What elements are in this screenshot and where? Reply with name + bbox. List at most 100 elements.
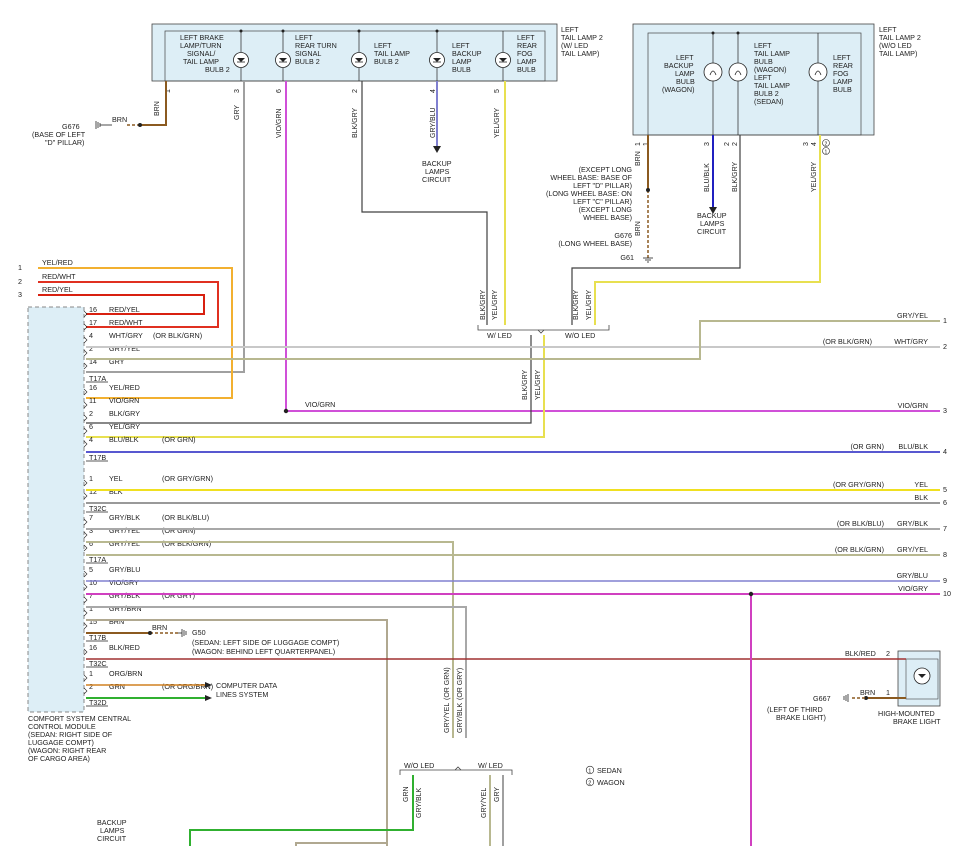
svg-text:BLK: BLK — [109, 487, 123, 496]
svg-text:T17A: T17A — [89, 374, 106, 383]
svg-text:GRY/BRN: GRY/BRN — [109, 604, 142, 613]
led-pin-numbers: 1 3 6 2 4 5 — [165, 89, 501, 93]
btm-or-gry: (OR GRY) — [457, 668, 464, 700]
wo-led-label: W/O LED — [565, 331, 595, 340]
svg-text:BRN: BRN — [154, 101, 161, 116]
svg-text:T32D: T32D — [89, 698, 107, 707]
svg-text:6: 6 — [89, 539, 93, 548]
svg-text:2: 2 — [732, 142, 739, 146]
g676-g61-note: (EXCEPT LONG WHEEL BASE: BASE OF LEFT "D… — [546, 165, 634, 262]
noled-lamp-wires — [571, 135, 821, 325]
svg-text:WHT/GRY: WHT/GRY — [109, 331, 143, 340]
horizontal-wires — [86, 320, 940, 846]
ground-symbol-g667 — [843, 694, 849, 702]
sedan-wagon-markers: 2 1 — [822, 139, 830, 156]
right-wire-label: GRY/YEL — [897, 311, 928, 320]
right-terminal-number: 8 — [943, 550, 947, 559]
module-pin-row: 12 BLK — [83, 487, 123, 500]
g676-top-label: G676(BASE OF LEFT"D" PILLAR) — [32, 122, 86, 147]
right-terminal-number: 9 — [943, 576, 947, 585]
svg-text:11: 11 — [89, 396, 96, 405]
hmbl-wire-red: BLK/RED — [845, 649, 876, 658]
tl-wire-3: RED/YEL — [42, 285, 73, 294]
right-wire-alt-label: (OR GRN) — [850, 442, 884, 451]
tl-wire-1: YEL/RED — [42, 258, 73, 267]
svg-text:GRY/BLU: GRY/BLU — [430, 107, 437, 138]
svg-text:VIO/GRN: VIO/GRN — [109, 396, 139, 405]
w-led-label: W/ LED — [487, 331, 512, 340]
g667-label: G667 — [813, 694, 831, 703]
right-wire-label: BLK — [914, 493, 928, 502]
svg-text:SEDAN: SEDAN — [597, 766, 622, 775]
svg-text:10: 10 — [89, 578, 97, 587]
svg-text:4: 4 — [89, 331, 93, 340]
svg-text:(OR GRN): (OR GRN) — [162, 435, 196, 444]
trunk-blk-gry: BLK/GRY — [522, 369, 529, 400]
svg-text:GRY/BLK: GRY/BLK — [109, 591, 140, 600]
svg-text:VIO/GRN: VIO/GRN — [276, 108, 283, 138]
svg-text:2: 2 — [588, 781, 591, 787]
svg-text:1: 1 — [825, 150, 828, 156]
svg-text:5: 5 — [494, 89, 501, 93]
btm-grn: GRN — [403, 786, 410, 802]
svg-text:1: 1 — [635, 142, 642, 146]
svg-text:2: 2 — [89, 409, 93, 418]
svg-text:16: 16 — [89, 305, 97, 314]
svg-text:WAGON: WAGON — [597, 778, 625, 787]
ground-symbol-g50 — [178, 629, 187, 637]
svg-text:GRY/BLK: GRY/BLK — [109, 513, 140, 522]
svg-text:YEL/GRY: YEL/GRY — [109, 422, 140, 431]
right-wire-label: BLU/BLK — [898, 442, 928, 451]
tl-num-1: 1 — [18, 263, 22, 272]
w-led-label-2: W/ LED — [478, 761, 503, 770]
svg-text:GRN: GRN — [109, 682, 125, 691]
svg-text:3: 3 — [234, 89, 241, 93]
btm-gry: GRY — [494, 787, 501, 802]
svg-text:BLU/BLK: BLU/BLK — [704, 163, 711, 192]
wo-led-yel-gry: YEL/GRY — [586, 289, 593, 320]
svg-text:3: 3 — [89, 526, 93, 535]
svg-text:VIO/GRY: VIO/GRY — [109, 578, 139, 587]
svg-text:7: 7 — [89, 513, 93, 522]
svg-text:17: 17 — [89, 318, 97, 327]
right-terminal-number: 10 — [943, 589, 951, 598]
svg-text:12: 12 — [89, 487, 97, 496]
noled-bulbs — [703, 31, 828, 135]
svg-text:GRY/BLU: GRY/BLU — [109, 565, 140, 574]
svg-text:16: 16 — [89, 383, 97, 392]
w-led-blk-gry: BLK/GRY — [480, 289, 487, 320]
svg-text:4: 4 — [811, 142, 818, 146]
trunk-yel-gry: YEL/GRY — [535, 369, 542, 400]
svg-text:1: 1 — [588, 769, 591, 775]
btm-gry-blk: GRY/BLK — [457, 702, 464, 733]
svg-text:16: 16 — [89, 643, 97, 652]
right-wire-label: GRY/BLU — [897, 571, 928, 580]
right-terminal-number: 4 — [943, 447, 947, 456]
svg-text:BRN: BRN — [109, 617, 124, 626]
svg-text:YEL: YEL — [109, 474, 123, 483]
right-terminal-number: 7 — [943, 524, 947, 533]
bulb-symbols — [233, 29, 511, 81]
wo-led-label-2: W/O LED — [404, 761, 434, 770]
noled-pin-numbers: 1 1 3 2 2 3 4 — [635, 142, 818, 146]
ground-symbol-g676-top — [95, 121, 112, 129]
right-terminal-number: 3 — [943, 406, 947, 415]
svg-text:GRY: GRY — [234, 105, 241, 120]
right-terminal-number: 6 — [943, 498, 947, 507]
